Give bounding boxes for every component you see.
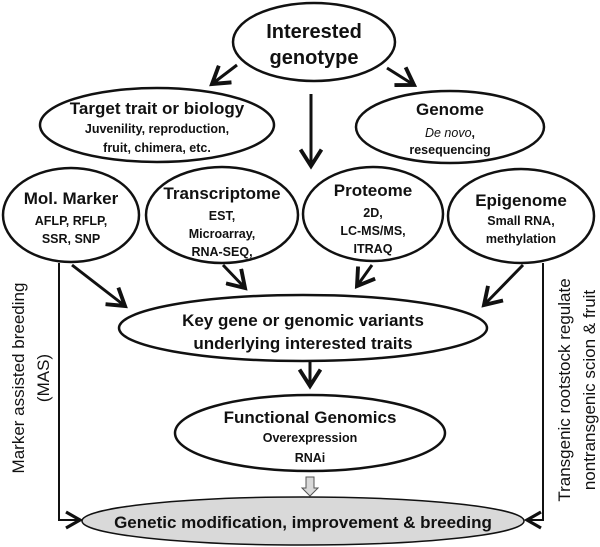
mas-line2: (MAS) xyxy=(34,354,53,402)
arrow-proteome-to-keygene xyxy=(357,264,372,286)
target-trait-line1: Juvenility, reproduction, xyxy=(85,122,229,136)
proteome-title: Proteome xyxy=(334,181,412,200)
arrow-transcriptome-to-keygene xyxy=(221,263,245,288)
node-interested-genotype: Interested genotype xyxy=(231,1,397,83)
side-label-left: Marker assisted breeding (MAS) xyxy=(9,283,53,474)
node-genome: Genome De novo, resequencing xyxy=(354,89,546,165)
arrow-mas-path xyxy=(58,263,84,530)
node-key-gene: Key gene or genomic variants underlying … xyxy=(117,293,489,363)
arrow-genotype-to-target xyxy=(212,63,238,84)
transcriptome-line1: EST, xyxy=(209,209,235,223)
genome-title: Genome xyxy=(416,100,484,119)
arrow-genotype-to-genome xyxy=(386,68,414,85)
target-trait-title: Target trait or biology xyxy=(70,99,245,118)
mol-marker-line2: SSR, SNP xyxy=(42,232,100,246)
transcriptome-line3: RNA-SEQ, xyxy=(191,245,252,259)
node-target-trait: Target trait or biology Juvenility, repr… xyxy=(38,86,276,164)
key-gene-line1: Key gene or genomic variants xyxy=(182,311,424,330)
genome-line1: De novo, xyxy=(425,126,475,140)
arrow-epigenome-to-keygene xyxy=(484,263,525,305)
key-gene-line2: underlying interested traits xyxy=(193,334,412,353)
mol-marker-line1: AFLP, RFLP, xyxy=(35,214,107,228)
node-genetic-modification: Genetic modification, improvement & bree… xyxy=(81,496,525,546)
functional-title: Functional Genomics xyxy=(224,408,397,427)
arrow-transgenic-path xyxy=(523,263,544,530)
functional-line1: Overexpression xyxy=(263,431,358,445)
mol-marker-title: Mol. Marker xyxy=(24,189,119,208)
functional-line2: RNAi xyxy=(295,451,326,465)
node-mol-marker: Mol. Marker AFLP, RFLP, SSR, SNP xyxy=(1,166,141,264)
proteome-line2: LC-MS/MS, xyxy=(340,224,405,238)
genome-line2: resequencing xyxy=(409,143,490,157)
transcriptome-line2: Microarray, xyxy=(189,227,255,241)
proteome-line1: 2D, xyxy=(363,206,382,220)
transgenic-line1: Transgenic rootstock regulate xyxy=(555,278,574,501)
hollow-arrow-icon xyxy=(300,476,320,497)
final-label: Genetic modification, improvement & bree… xyxy=(114,513,492,532)
node-epigenome: Epigenome Small RNA, methylation xyxy=(446,167,596,265)
epigenome-title: Epigenome xyxy=(475,191,567,210)
proteome-line3: ITRAQ xyxy=(354,242,393,256)
node-transcriptome: Transcriptome EST, Microarray, RNA-SEQ, xyxy=(144,165,300,265)
epigenome-line1: Small RNA, xyxy=(487,214,554,228)
transgenic-line2: nontransgenic scion & fruit xyxy=(580,290,599,491)
genotype-line2: genotype xyxy=(270,47,359,69)
genotype-line1: Interested xyxy=(266,21,362,43)
transcriptome-title: Transcriptome xyxy=(163,184,280,203)
arrow-marker-to-keygene xyxy=(71,263,125,306)
side-label-right: Transgenic rootstock regulate nontransge… xyxy=(555,278,599,501)
mas-line1: Marker assisted breeding xyxy=(9,283,28,474)
node-functional-genomics: Functional Genomics Overexpression RNAi xyxy=(173,393,447,473)
node-proteome: Proteome 2D, LC-MS/MS, ITRAQ xyxy=(301,165,445,263)
target-trait-line2: fruit, chimera, etc. xyxy=(103,141,211,155)
epigenome-line2: methylation xyxy=(486,232,556,246)
